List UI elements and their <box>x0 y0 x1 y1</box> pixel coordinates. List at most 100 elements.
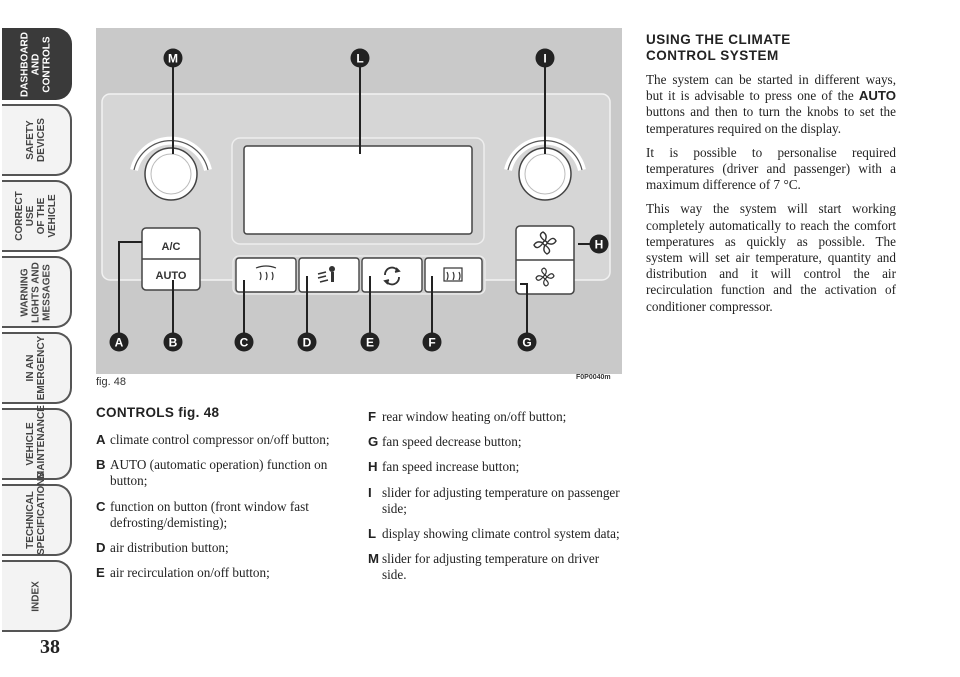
control-description: display showing climate control system d… <box>382 526 620 542</box>
paragraph-text: buttons and then to turn the knobs to se… <box>646 104 896 136</box>
paragraph-personalise: It is possible to personalise required t… <box>646 144 896 193</box>
control-description: fan speed increase button; <box>382 459 520 475</box>
control-description: function on button (front window fast de… <box>110 498 309 530</box>
control-key: C <box>96 498 106 514</box>
callout-label: M <box>168 52 178 66</box>
tab-label: TECHNICAL SPECIFICATIONS <box>25 471 47 555</box>
climate-usage-section: USING THE CLIMATE CONTROL SYSTEM The sys… <box>646 32 896 323</box>
auto-keyword: AUTO <box>858 88 896 104</box>
tab-warning-lights[interactable]: WARNING LIGHTS AND MESSAGES <box>2 256 72 328</box>
callout-label: D <box>303 336 312 350</box>
tab-vehicle-maintenance[interactable]: VEHICLE MAINTENANCE <box>2 405 72 480</box>
controls-heading: CONTROLS fig. 48 <box>96 405 220 420</box>
tab-index[interactable]: INDEX <box>2 560 72 632</box>
callout-e: E <box>360 332 380 352</box>
control-description: slider for adjusting temperature on pass… <box>382 484 620 516</box>
callout-label: G <box>522 336 531 350</box>
callout-g: G <box>517 332 537 352</box>
fan-increase-icon <box>533 231 557 255</box>
control-key: L <box>368 526 377 542</box>
tab-label: VEHICLE MAINTENANCE <box>25 405 47 479</box>
tab-label: INDEX <box>30 580 42 612</box>
callout-i: I <box>535 48 555 68</box>
control-description: rear window heating on/off button; <box>382 409 567 424</box>
page-number: 38 <box>40 636 60 658</box>
callout-label: I <box>543 52 546 66</box>
control-key: E <box>96 565 105 581</box>
callout-b: B <box>163 332 183 352</box>
ac-auto-button-group: A/C AUTO <box>141 227 201 291</box>
callout-a: A <box>109 332 129 352</box>
rear-defrost-icon <box>443 267 463 282</box>
tab-safety-devices[interactable]: SAFETY DEVICES <box>2 104 72 176</box>
fan-decrease-icon <box>535 267 555 287</box>
tab-technical-specifications[interactable]: TECHNICAL SPECIFICATIONS <box>2 471 72 556</box>
section-heading: USING THE CLIMATE CONTROL SYSTEM <box>646 32 896 64</box>
callout-d: D <box>297 332 317 352</box>
callout-f: F <box>422 332 442 352</box>
control-key: D <box>96 540 106 556</box>
control-key: F <box>368 409 377 424</box>
left-temperature-knob <box>130 136 212 201</box>
figure-code: F0P0040m <box>576 374 611 381</box>
control-description: climate control compressor on/off button… <box>110 432 330 447</box>
callout-h: H <box>589 234 609 254</box>
callout-label: F <box>428 336 435 350</box>
paragraph-start-system: The system can be started in different w… <box>646 72 896 137</box>
tab-in-an-emergency[interactable]: IN AN EMERGENCY <box>2 332 72 404</box>
callout-label: A <box>115 336 124 350</box>
display-screen <box>243 145 473 235</box>
callout-m: M <box>163 48 183 68</box>
callout-markers: M L I H A B C D E F G <box>109 48 609 352</box>
control-key: A <box>96 432 106 447</box>
control-description: fan speed decrease button; <box>382 434 522 450</box>
callout-label: H <box>595 238 604 252</box>
paragraph-text: The system can be started in different w… <box>646 72 896 104</box>
auto-button-label: AUTO <box>156 270 187 282</box>
tab-dashboard-and-controls[interactable]: DASHBOARD AND CONTROLS <box>2 28 72 100</box>
control-description: air distribution button; <box>110 540 229 556</box>
control-description: air recirculation on/off button; <box>110 565 270 581</box>
air-distribution-icon <box>317 266 335 283</box>
tab-correct-use[interactable]: CORRECT USE OF THE VEHICLE <box>2 180 72 252</box>
ac-button-label: A/C <box>162 241 181 253</box>
control-description: slider for adjusting temperature on driv… <box>382 551 600 583</box>
control-key: I <box>368 484 372 500</box>
control-key: M <box>368 551 379 567</box>
function-buttons-row <box>232 255 486 295</box>
callout-label: C <box>240 336 249 350</box>
heading-line-1: USING THE CLIMATE <box>646 32 791 47</box>
control-key: G <box>368 434 379 450</box>
control-description: AUTO (automatic operation) function on b… <box>110 457 328 489</box>
front-defrost-button <box>235 257 297 293</box>
climate-panel-illustration: A/C AUTO <box>101 48 611 352</box>
callout-c: C <box>234 332 254 352</box>
front-defrost-icon <box>255 265 277 281</box>
heading-line-2: CONTROL SYSTEM <box>646 48 779 63</box>
climate-control-figure: A/C AUTO <box>96 28 622 374</box>
callout-label: L <box>356 52 363 66</box>
callout-label: B <box>169 336 178 350</box>
tab-label: DASHBOARD AND CONTROLS <box>19 31 53 97</box>
callout-l: L <box>350 48 370 68</box>
tab-label: IN AN EMERGENCY <box>25 335 47 401</box>
tab-label: WARNING LIGHTS AND MESSAGES <box>19 261 53 323</box>
figure-caption: fig. 48 <box>96 376 126 388</box>
callout-leader-lines <box>118 66 592 334</box>
tab-label: CORRECT USE OF THE VEHICLE <box>14 191 58 241</box>
control-key: H <box>368 459 378 475</box>
recirculation-button <box>361 257 423 293</box>
air-distribution-button <box>298 257 360 293</box>
paragraph-automatic: This way the system will start working c… <box>646 201 896 314</box>
